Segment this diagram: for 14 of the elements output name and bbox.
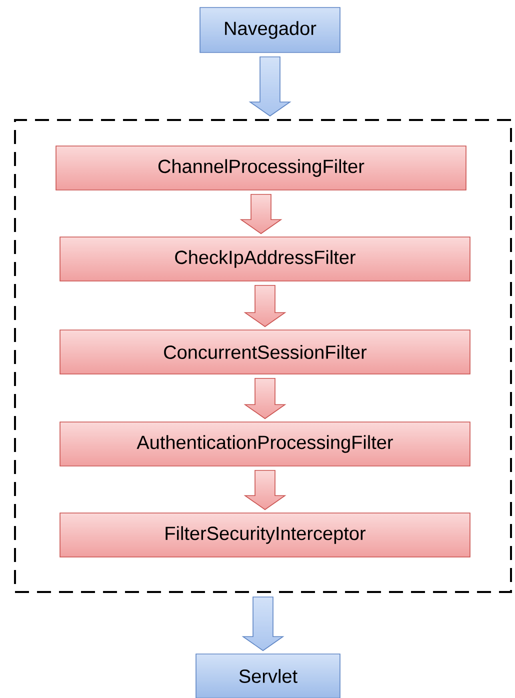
- filter-box: AuthenticationProcessingFilter: [60, 422, 470, 466]
- block-arrow: [244, 470, 286, 510]
- block-arrow: [240, 194, 282, 234]
- filter-box: ConcurrentSessionFilter: [60, 330, 470, 374]
- filter-box: CheckIpAddressFilter: [60, 236, 470, 282]
- dashed-frame: [14, 119, 512, 593]
- process-box: Navegador: [200, 7, 340, 53]
- block-arrow: [242, 596, 284, 652]
- block-arrow: [244, 378, 286, 420]
- filter-box: FilterSecurityInterceptor: [60, 512, 470, 558]
- block-arrow: [248, 56, 292, 116]
- process-box: Servlet: [196, 654, 340, 698]
- filter-box: ChannelProcessingFilter: [56, 146, 466, 190]
- block-arrow: [244, 285, 286, 328]
